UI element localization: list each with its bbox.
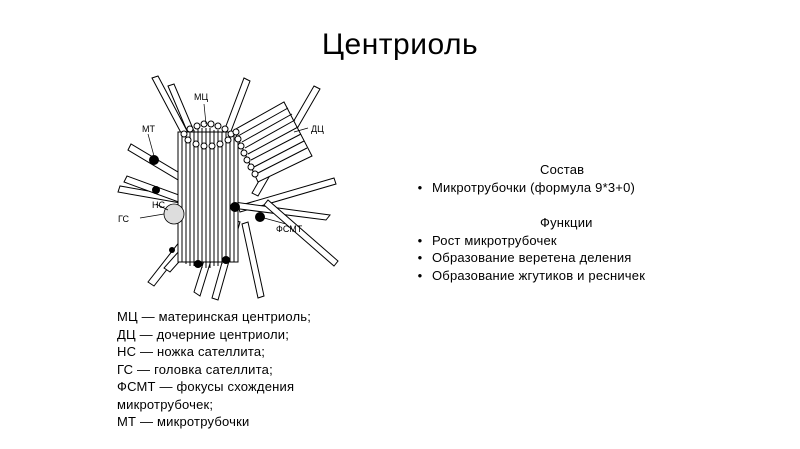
satellite-head [163,203,185,225]
legend-item: ФСМТ — фокусы схождения микротрубочек; [117,379,299,412]
properties-panel: Состав • Микротрубочки (формула 9*3+0) Фу… [414,161,754,284]
legend-item: МТ — микротрубочки [117,414,250,429]
list-item-text: Микротрубочки (формула 9*3+0) [432,180,636,195]
daughter-centriole [232,101,313,183]
list-item-text: Рост микротрубочек [432,232,557,248]
label-mt: МТ [142,124,155,134]
legend-item: ГС — головка сателлита; [117,361,273,377]
focus-blob [194,260,202,268]
functions-list: • Рост микротрубочек • Образование веретен… [414,232,754,285]
functions-heading: Функции [540,214,593,230]
list-item: • Образование веретена деления [414,249,754,267]
bullet-icon: • [417,180,423,195]
label-leaders [139,103,309,225]
legend-item: ДЦ — дочерние центриоли; [117,326,290,342]
list-item: • Рост микротрубочек [414,232,754,250]
list-item-text: Образование жгутиков и ресничек [432,267,646,283]
label-gs: ГС [118,214,129,224]
list-item-text: Образование веретена деления [432,250,632,265]
label-mc: МЦ [194,92,208,102]
satellite-foci [149,155,265,268]
focus-blob [152,186,160,194]
microtubule-rod [237,177,337,213]
microtubule-rod [241,221,265,299]
list-item: • Микротрубочки (формула 9*3+0) [414,179,754,197]
slide-title: Центриоль [321,28,479,61]
label-dc: ДЦ [311,124,324,134]
microtubule-rod [263,199,339,267]
focus-blob [222,256,230,264]
composition-list: • Микротрубочки (формула 9*3+0) [414,179,754,197]
composition-heading: Состав [540,162,585,177]
label-fsmt: ФСМТ [276,224,303,234]
legend-item: НС — ножка сателлита; [117,344,266,359]
centriole-drawing: МЦ ДЦ МТ ГС НС ФСМТ [117,75,339,301]
centriole-diagram: МЦ ДЦ МТ ГС НС ФСМТ [108,72,348,308]
label-ns: НС [152,200,165,210]
list-item: • Образование жгутиков и ресничек [414,267,754,285]
focus-blob [255,212,265,222]
legend-item: МЦ — материнская центриоль; [117,309,312,324]
focus-blob [149,155,159,165]
focus-blob [169,247,175,253]
bullet-icon: • [417,250,423,265]
mother-centriole [177,120,239,268]
focus-blob [230,202,240,212]
bullet-icon: • [417,267,423,283]
bullet-icon: • [417,232,423,248]
figure-legend: МЦ — материнская центриоль; ДЦ — дочерни… [117,308,377,431]
